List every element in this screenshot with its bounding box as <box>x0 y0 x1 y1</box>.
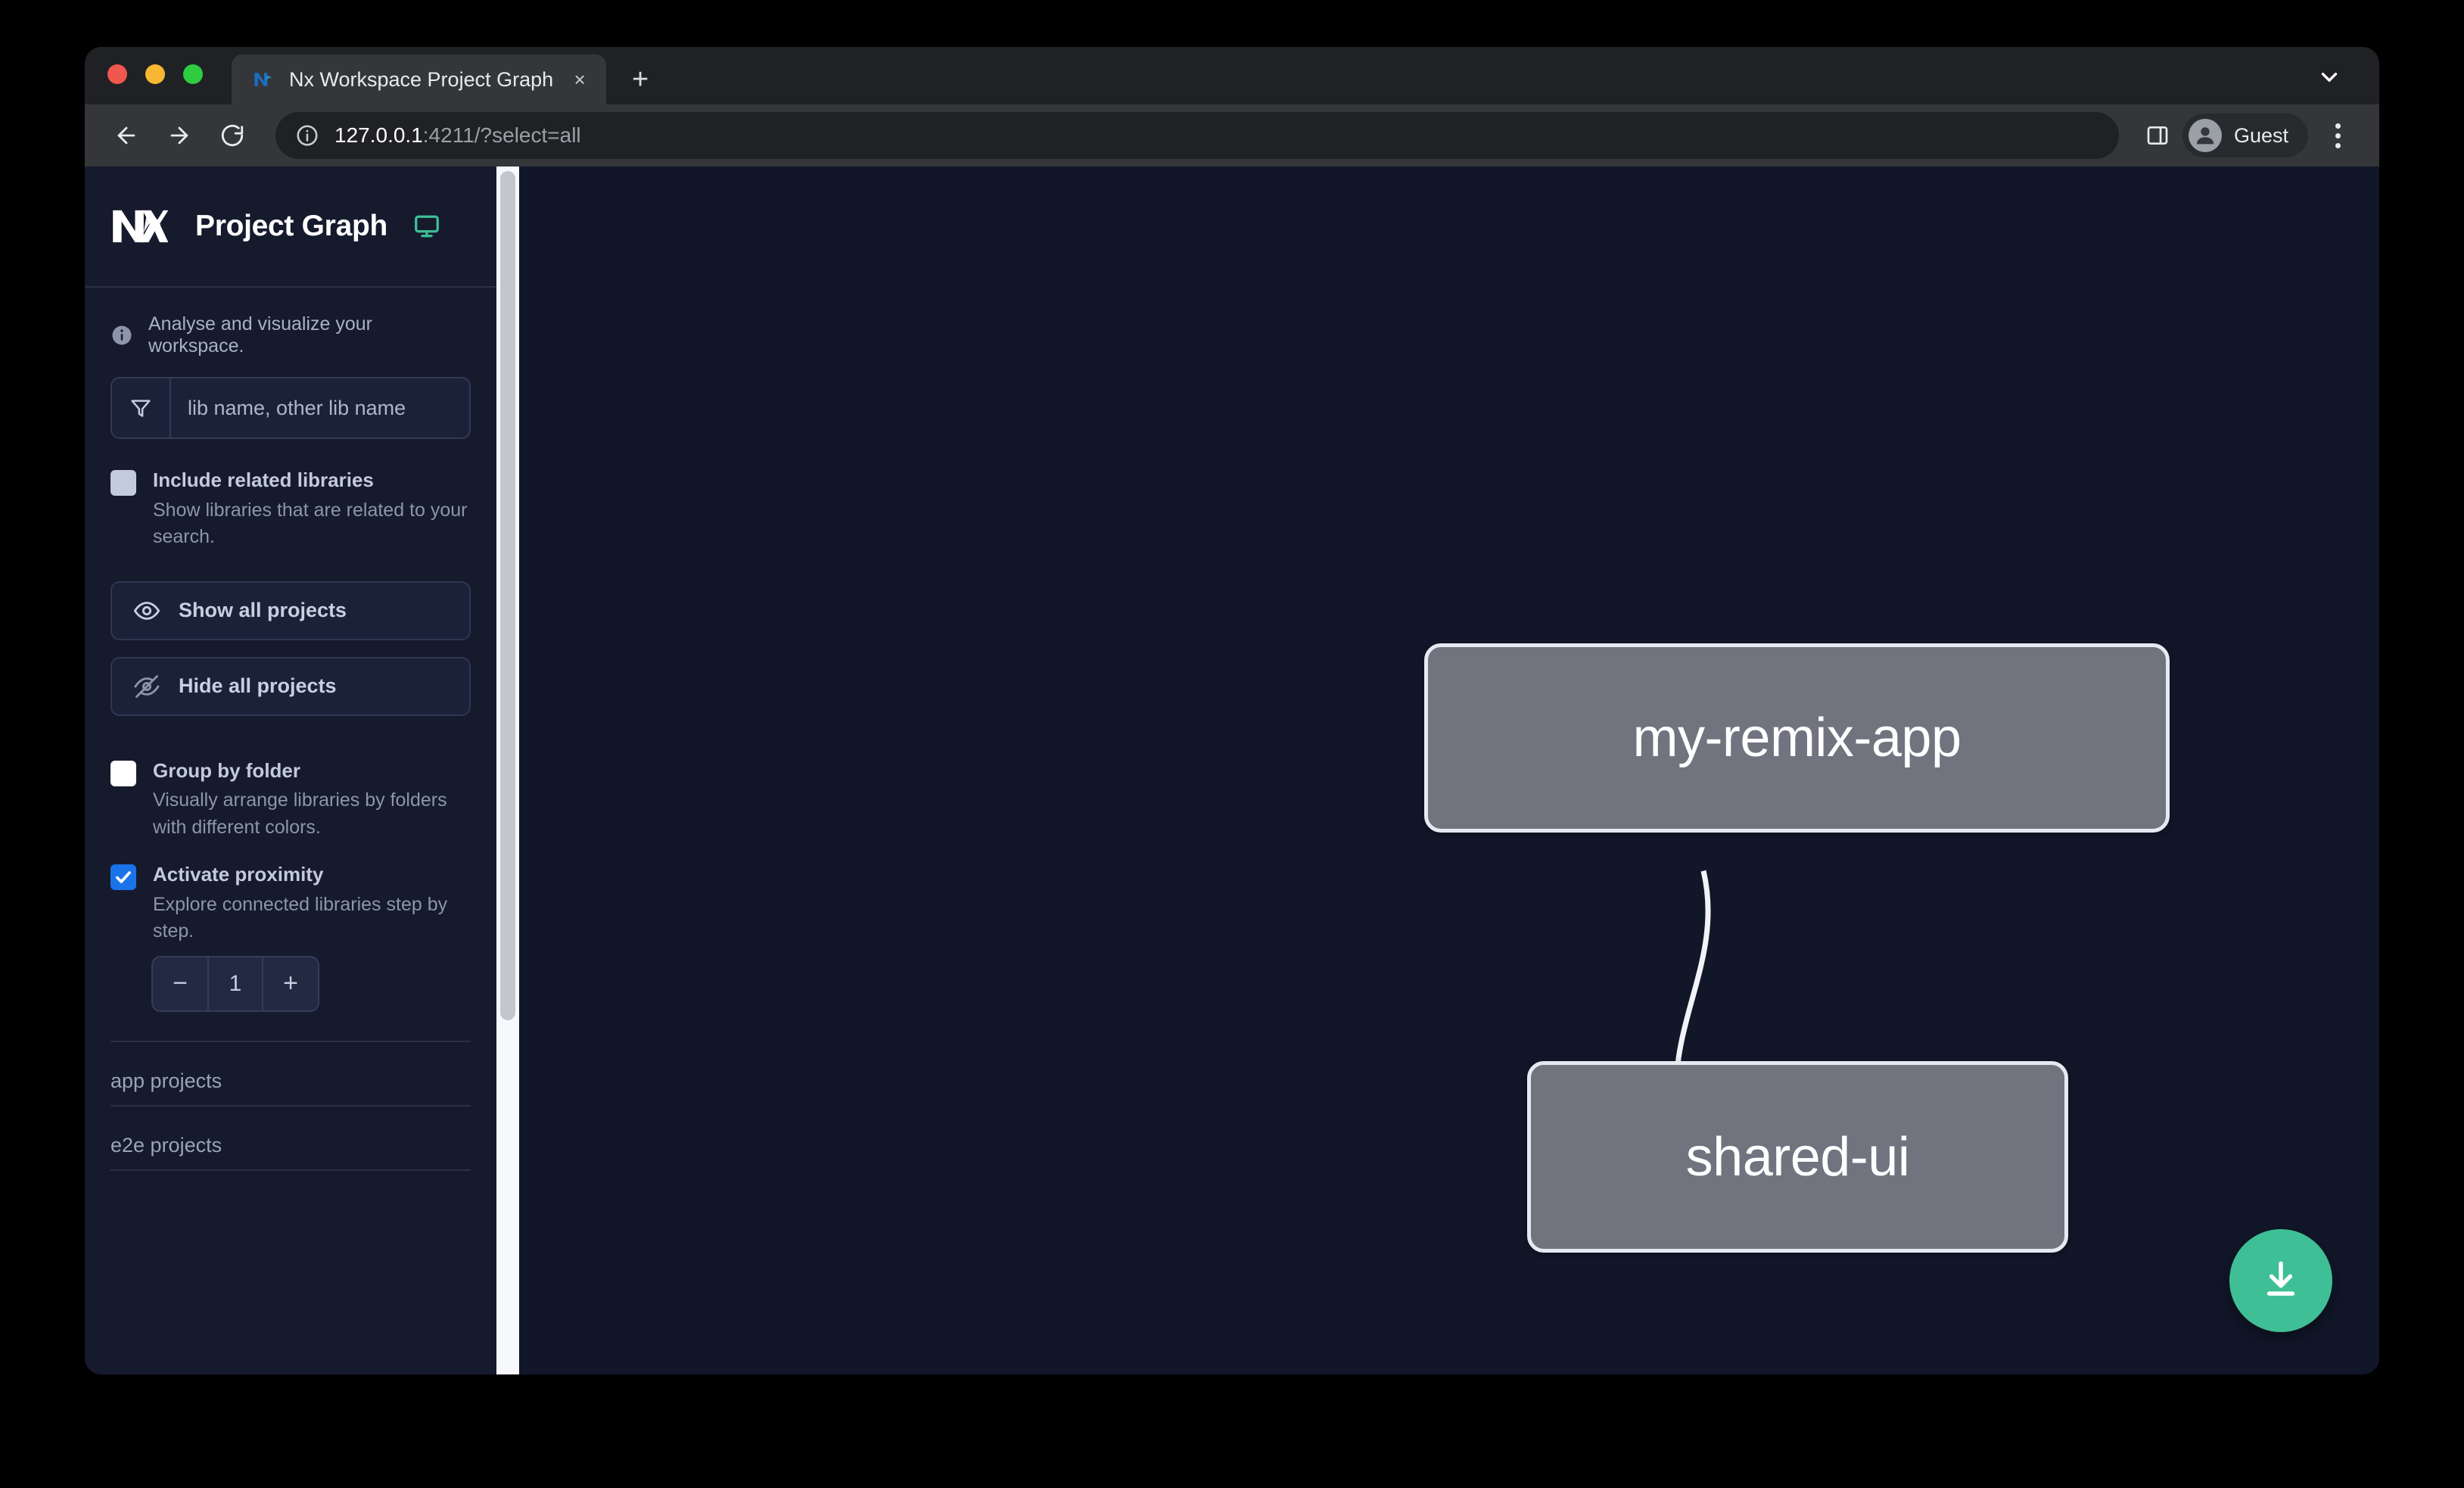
browser-toolbar: 127.0.0.1:4211/?select=all Guest <box>85 104 2379 167</box>
window-controls <box>107 47 232 104</box>
sidebar-tagline: Analyse and visualize your workspace. <box>85 288 496 377</box>
monitor-icon[interactable] <box>413 213 440 240</box>
show-all-projects-button[interactable]: Show all projects <box>110 581 471 640</box>
new-tab-button[interactable]: + <box>632 64 649 95</box>
tab-strip: Nx Workspace Project Graph × + <box>85 47 2379 104</box>
page-viewport: Project Graph Analy <box>85 167 2379 1374</box>
download-icon <box>2257 1256 2304 1306</box>
forward-button[interactable] <box>156 112 203 159</box>
option-title: Include related libraries <box>153 469 374 491</box>
sidebar-header: Project Graph <box>85 167 496 288</box>
profile-name: Guest <box>2233 123 2288 147</box>
browser-window: Nx Workspace Project Graph × + <box>85 47 2379 1374</box>
sidebar-divider <box>110 1040 471 1042</box>
group-heading-app-projects[interactable]: app projects <box>110 1042 471 1107</box>
option-texts: Include related libraries Show libraries… <box>153 468 471 551</box>
option-group-by-folder[interactable]: Group by folder Visually arrange librari… <box>110 758 471 842</box>
url-path: :4211/?select=all <box>422 123 581 147</box>
sidebar-scrollbar-thumb[interactable] <box>500 171 515 1020</box>
close-tab-icon[interactable]: × <box>574 68 586 91</box>
group-heading-e2e-projects[interactable]: e2e projects <box>110 1107 471 1171</box>
filter-search-box[interactable] <box>110 377 471 439</box>
proximity-stepper: − 1 + <box>151 955 319 1012</box>
option-texts: Group by folder Visually arrange librari… <box>153 758 471 842</box>
option-description: Explore connected libraries step by step… <box>153 893 448 942</box>
graph-node-shared-ui[interactable]: shared-ui <box>1527 1061 2068 1253</box>
option-include-related-libraries[interactable]: Include related libraries Show libraries… <box>110 468 471 551</box>
back-button[interactable] <box>103 112 150 159</box>
hide-all-projects-button[interactable]: Hide all projects <box>110 656 471 716</box>
site-info-icon[interactable] <box>295 123 319 148</box>
option-title: Group by folder <box>153 758 300 782</box>
url-host: 127.0.0.1 <box>334 123 423 147</box>
project-graph-canvas[interactable]: my-remix-app shared-ui <box>519 167 2379 1374</box>
include-related-libraries-checkbox[interactable] <box>110 470 136 496</box>
address-bar-url: 127.0.0.1:4211/?select=all <box>334 123 581 148</box>
profile-chip[interactable]: Guest <box>2182 114 2308 157</box>
activate-proximity-checkbox[interactable] <box>110 864 136 890</box>
download-graph-button[interactable] <box>2229 1229 2332 1332</box>
tab-title: Nx Workspace Project Graph <box>289 67 554 91</box>
option-texts: Activate proximity Explore connected lib… <box>153 862 471 945</box>
sidebar-scrollbar[interactable] <box>496 167 519 1374</box>
tab-list-chevron-down-icon[interactable] <box>2308 56 2350 98</box>
search-input[interactable] <box>171 378 469 437</box>
maximize-window-button[interactable] <box>183 64 203 84</box>
option-description: Visually arrange libraries by folders wi… <box>153 789 447 838</box>
visibility-button-group: Show all projects Hide all projects <box>110 581 471 733</box>
proximity-increment-button[interactable]: + <box>262 957 318 1010</box>
sidebar-body: Include related libraries Show libraries… <box>85 377 496 1374</box>
info-icon <box>110 324 133 347</box>
person-avatar-icon <box>2188 119 2222 152</box>
option-activate-proximity[interactable]: Activate proximity Explore connected lib… <box>110 862 471 945</box>
graph-edge-my-remix-app-to-shared-ui <box>1655 870 1711 1110</box>
nx-favicon-icon <box>253 68 275 91</box>
nx-logo-icon <box>110 207 170 245</box>
toolbar-right-actions: Guest <box>2136 114 2358 157</box>
sidebar-tagline-text: Analyse and visualize your workspace. <box>148 313 372 356</box>
option-title: Activate proximity <box>153 863 324 886</box>
proximity-value: 1 <box>229 970 242 996</box>
hide-all-projects-label: Hide all projects <box>179 674 337 697</box>
browser-tab[interactable]: Nx Workspace Project Graph × <box>232 54 607 104</box>
sidebar: Project Graph Analy <box>85 167 496 1374</box>
close-window-button[interactable] <box>107 64 127 84</box>
funnel-filter-icon <box>112 378 171 437</box>
graph-node-my-remix-app[interactable]: my-remix-app <box>1424 643 2170 833</box>
group-by-folder-checkbox[interactable] <box>110 760 136 786</box>
address-bar[interactable]: 127.0.0.1:4211/?select=all <box>275 112 2119 159</box>
eye-icon <box>133 597 160 624</box>
graph-edges-layer <box>1655 870 1711 1110</box>
reload-button[interactable] <box>209 112 256 159</box>
option-description: Show libraries that are related to your … <box>153 499 468 548</box>
graph-node-label: my-remix-app <box>1632 708 1962 768</box>
side-panel-icon[interactable] <box>2136 114 2179 157</box>
graph-node-label: shared-ui <box>1685 1126 1910 1188</box>
minimize-window-button[interactable] <box>145 64 165 84</box>
page-title: Project Graph <box>195 210 387 242</box>
proximity-decrement-button[interactable]: − <box>153 957 209 1010</box>
kebab-menu-icon[interactable] <box>2317 114 2358 157</box>
eye-off-icon <box>133 673 160 700</box>
show-all-projects-label: Show all projects <box>179 599 347 621</box>
